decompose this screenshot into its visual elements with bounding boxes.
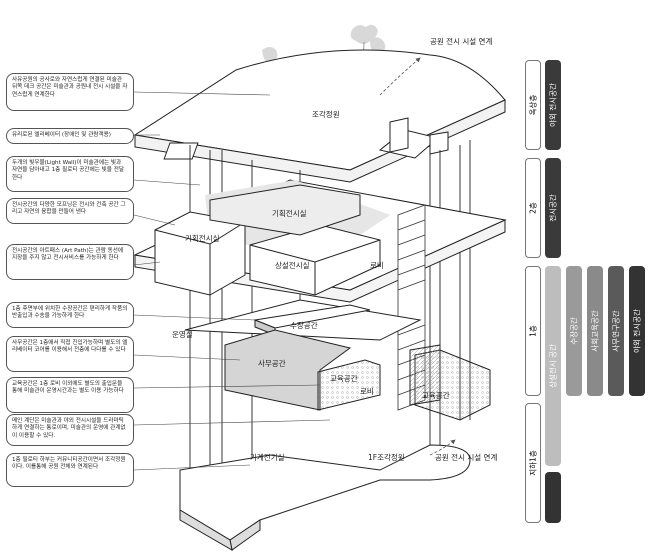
label-sculpture-garden: 조각정원 [312,109,340,119]
zone-label-storage: 수장공간 [569,317,579,345]
floor-bar-second: 2층 [525,158,541,258]
label-education: 교육공간 [330,373,358,383]
callout-main-stair: 메인 계단은 미술관과 야외 전시시설을 드라마틱하게 연결하는 통로이며, 미… [6,414,134,446]
callout-storage: 1층 후면부에 위치한 수장공간은 편리하게 작품의 반출입과 수송을 가능하게… [6,302,134,328]
zone-label-exhibit: 전시공간 [548,194,558,222]
floor-bar-basement: 지하1층 [525,403,541,523]
callout-education: 교육공간은 1층 로비 이외에도 별도의 출입문을 통해 미술관이 운영시간과는… [6,377,134,413]
zone-bar-permanent-1f: 상설전시 공간 [545,266,561,466]
roof-deck [133,49,506,183]
zone-label-social-education: 사회교육공간 [590,310,600,352]
label-office: 사무공간 [258,358,286,368]
callout-office: 사무공간은 1층에서 직접 진입가능하며 별도의 엘리베이터 코어를 이용해서 … [6,336,134,372]
zone-bar-exhibit: 전시공간 [545,158,561,258]
floor-label-first: 1층 [528,325,538,337]
label-lobby-upper: 로비 [370,261,384,270]
zone-bar-office-research: 사무연구공간 [608,266,624,396]
label-park-link-top: 공원 전시 시설 연계 [430,36,492,46]
zone-label-outdoor-1: 야외 전시공간 [548,83,558,127]
zone-bar-storage: 수장공간 [566,266,582,396]
callout-elevator: 유리로된 엘리베이터 (장애인 및 관람객용) [6,128,134,144]
floor-bar-first: 1층 [525,266,541,396]
zone-bar-basement [545,472,561,523]
zone-bar-outdoor-1: 야외 전시공간 [545,60,561,150]
label-permanent-exhibit: 상설전시실 [275,260,310,270]
floor-bar-rooftop: 옥상층 [525,60,541,150]
exhibition-volumes [154,184,381,296]
label-lobby-lower: 로비 [360,387,374,396]
callout-piloti: 1층 필로티 하부는 커뮤니티공간이면서 조각정원이다. 이를통해 공원 전체와… [6,453,134,487]
label-planned-exhibit-1: 기획전시실 [272,208,307,218]
label-park-link-bottom: 공원 전시 시설 연계 [435,452,497,462]
callout-art-path: 전시공간의 아트패스 (Art Path)는 관람 동선에 지장을 주지 않고 … [6,244,134,280]
label-first-floor-garden: 1F조각정원 [368,452,405,462]
callout-light-wall: 두개의 빛우물(Light Wall)이 미술관에는 빛과 자연을 담아내고 1… [6,156,134,192]
zone-bar-social-education: 사회교육공간 [587,266,603,396]
floor-label-second: 2층 [528,202,538,214]
label-operation: 운영실 [172,329,193,339]
first-floor-slab [184,299,422,341]
label-education-right: 교육공간 [422,390,450,400]
label-storage: 수장공간 [290,320,318,330]
callout-deck: 사유공원의 공사로와 자연스럽게 연결된 미술관 뒤쪽 데크 공간은 미술관과 … [6,73,134,111]
label-planned-exhibit-2: 기획전시실 [185,233,220,243]
zone-label-outdoor-2: 야외 전시공간 [632,309,642,353]
zone-label-permanent-1f: 상설전시 공간 [548,344,558,388]
label-machine-room: 기계전기실 [250,452,285,462]
floor-label-basement: 지하1층 [528,450,538,476]
zone-bar-outdoor-2: 야외 전시공간 [629,266,645,396]
leader-lines [133,91,331,471]
ground-volumes [224,329,491,421]
floor-label-rooftop: 옥상층 [528,94,538,116]
link-arrows [379,57,456,456]
callout-openings: 전시공간의 다양한 모프닝은 전시와 건축 공간 그리고 자연의 융합을 만들어… [6,198,134,224]
zone-label-office-research: 사무연구공간 [611,310,621,352]
ground-plaza [179,444,471,551]
